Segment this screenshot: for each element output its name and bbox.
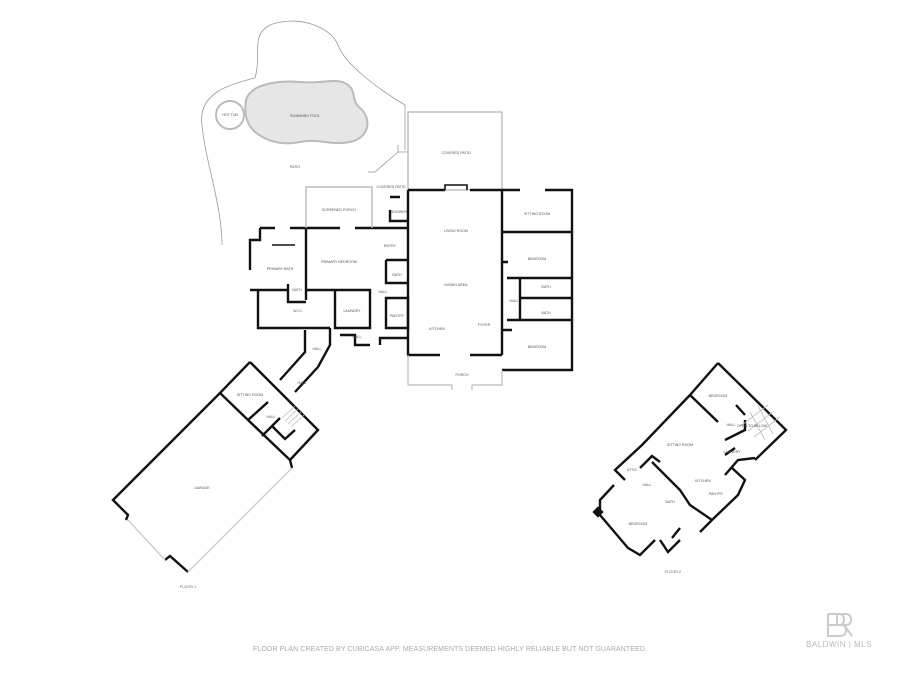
room-label-f2-laundry: LAUNDRY <box>723 450 741 454</box>
room-label-f2-sitting-room: SITTING ROOM <box>667 443 693 447</box>
garage-door <box>127 467 293 573</box>
room-label-hot-tub: HOT TUB <box>222 113 238 117</box>
swimming-pool <box>244 80 369 145</box>
br-monogram-icon <box>827 613 853 637</box>
main-house-walls <box>406 188 504 357</box>
room-label-pantry: PANTRY <box>390 314 405 318</box>
room-label-wic: W.I.C. <box>293 309 303 313</box>
room-label-hall-diag-1: HALL <box>313 347 322 351</box>
room-label-f2-bedroom-bottom: BEDROOM <box>629 522 648 526</box>
room-label-f2-open-to-below: OPEN TO BELOW <box>737 424 768 428</box>
shower-walls <box>388 195 408 223</box>
room-label-f2-pantry: PANTRY <box>709 492 724 496</box>
baldwin-mls-logo: BALDWIN | MLS <box>804 610 874 654</box>
left-wing-walls <box>248 226 410 330</box>
room-label-swimming-pool: SWIMMING POOL <box>290 114 320 118</box>
garage-sitting-walls <box>218 361 320 462</box>
floor-2-label: FLOOR 2 <box>665 570 681 574</box>
hot-tub <box>215 100 245 130</box>
room-label-f2-bedroom-top: BEDROOM <box>709 394 728 398</box>
room-label-bedroom: BEDROOM <box>528 257 547 261</box>
garage-walls <box>111 392 294 573</box>
floor2-walls <box>598 362 788 557</box>
room-label-shower: SHOWER <box>391 210 408 214</box>
room-label-hall-center: HALL <box>379 290 388 294</box>
fireplace <box>444 184 468 190</box>
covered-patio <box>407 111 503 191</box>
room-label-living-room: LIVING ROOM <box>444 229 468 233</box>
floor2-chimney <box>592 506 604 518</box>
room-label-primary-bath: PRIMARY BATH <box>267 267 294 271</box>
room-label-garage: GARAGE <box>194 486 210 490</box>
floor2-stairs <box>741 404 781 441</box>
right-wing-walls <box>502 188 574 372</box>
room-label-patio: PATIO <box>290 165 300 169</box>
room-label-covered-patio: COVERED PATIO <box>441 151 470 155</box>
room-label-kitchen: KITCHEN <box>429 327 445 331</box>
room-label-primary-bedroom: PRIMARY BEDROOM <box>321 260 357 264</box>
logo-text: BALDWIN | MLS <box>806 640 872 649</box>
room-label-dining-area: DINING AREA <box>444 283 468 287</box>
room-label-entry: ENTRY <box>384 244 397 248</box>
room-label-bath-right-1: BATH <box>541 285 551 289</box>
patio-boundary <box>201 20 406 246</box>
room-label-laundry: LAUNDRY <box>343 309 361 313</box>
room-label-sitting-room-garage: SITTING ROOM <box>237 393 263 397</box>
garage-stairs <box>281 405 305 428</box>
room-label-bath-entry: BATH <box>392 273 402 277</box>
room-label-f2-bath: BATH <box>665 500 675 504</box>
connector-hall-walls <box>279 330 319 393</box>
room-label-covered-patio-side: COVERED PATIO <box>376 185 405 189</box>
room-label-hall-lower: HALL <box>353 335 362 339</box>
room-label-porch: PORCH <box>456 373 469 377</box>
disclaimer-text: FLOOR PLAN CREATED BY CUBICASA APP. MEAS… <box>252 646 648 653</box>
room-label-f2-hall-left: HALL <box>643 483 652 487</box>
room-label-bath-right-2: BATH <box>541 311 551 315</box>
floor-1-label: FLOOR 1 <box>180 585 196 589</box>
room-label-bath: BATH <box>292 288 302 292</box>
room-label-f2-kitchen: KITCHEN <box>695 479 711 483</box>
room-label-hall-right: HALL <box>510 299 519 303</box>
room-label-screened-porch: SCREENED PORCH <box>322 208 356 212</box>
room-label-foyer: FOYER <box>478 323 491 327</box>
lower-hall-walls <box>316 328 408 368</box>
screened-porch <box>305 186 373 228</box>
room-label-bedroom-lower: BEDROOM <box>528 345 547 349</box>
room-label-hall-diag-2: HALL <box>298 381 307 385</box>
porch <box>407 355 503 390</box>
patio-walkway <box>368 145 408 173</box>
room-label-f2-attic: ATTIC <box>627 468 638 472</box>
room-label-f2-hall: HALL <box>727 423 736 427</box>
room-label-hall-garage: HALL <box>267 415 276 419</box>
room-label-sitting-room: SITTING ROOM <box>524 212 550 216</box>
